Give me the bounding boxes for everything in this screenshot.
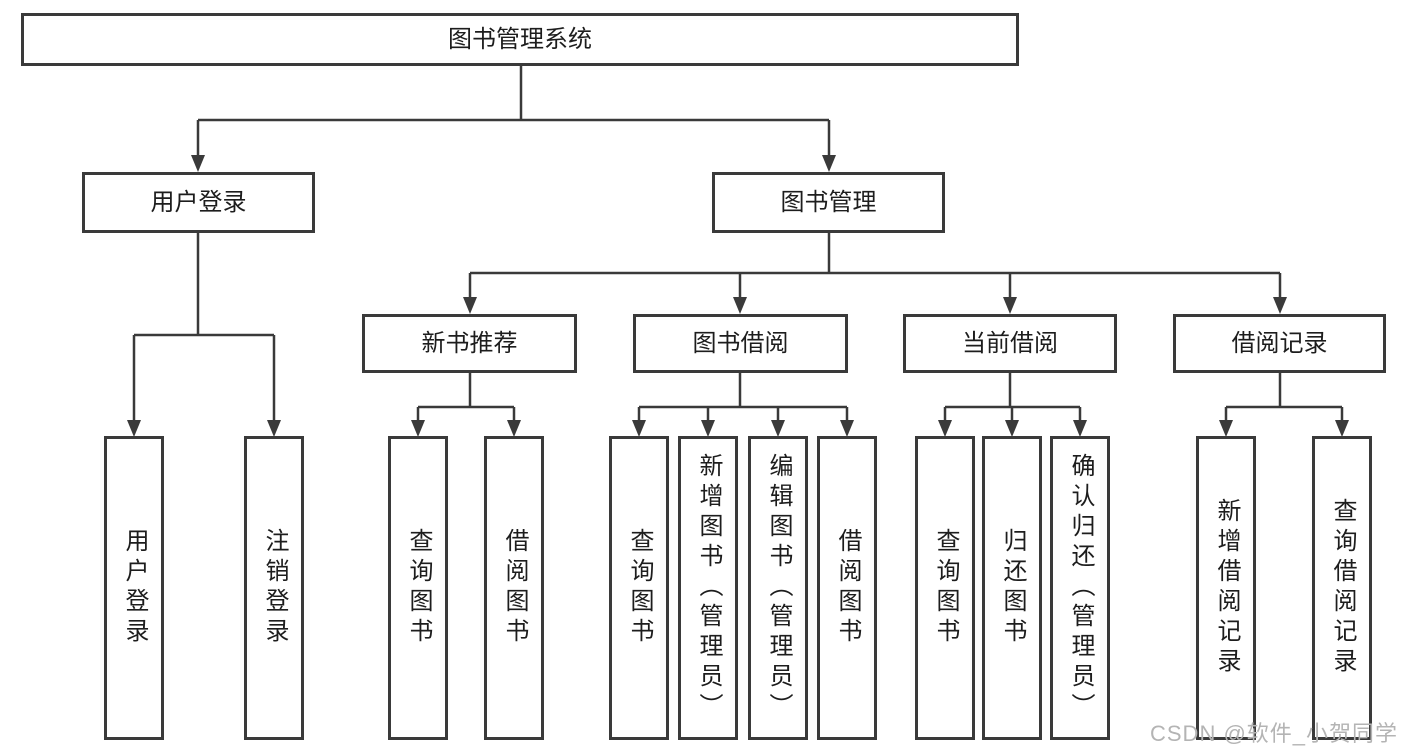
connector-root (191, 66, 836, 172)
connector-book-borrow (632, 373, 854, 437)
node-book-management: 图书管理 (712, 172, 945, 233)
node-book-borrowing: 图书借阅 (633, 314, 848, 373)
leaf-query-books-borrowing: 查询图书 (609, 436, 669, 740)
leaf-add-borrow-record: 新增借阅记录 (1196, 436, 1256, 740)
node-new-book-recommendation: 新书推荐 (362, 314, 577, 373)
connector-borrow-records (1219, 373, 1349, 437)
leaf-add-books-admin: 新增图书（管理员） (678, 436, 738, 740)
node-library-management-system: 图书管理系统 (21, 13, 1019, 66)
leaf-confirm-return-admin: 确认归还（管理员） (1050, 436, 1110, 740)
leaf-user-login: 用户登录 (104, 436, 164, 740)
connector-new-book (411, 373, 521, 437)
leaf-query-books-current: 查询图书 (915, 436, 975, 740)
node-user-login: 用户登录 (82, 172, 315, 233)
leaf-logout: 注销登录 (244, 436, 304, 740)
connector-user-login (127, 233, 281, 437)
watermark: CSDN @软件_小贺同学 (1150, 721, 1399, 746)
leaf-return-books: 归还图书 (982, 436, 1042, 740)
connector-book-mgmt (463, 233, 1287, 314)
connector-current-borrow (938, 373, 1087, 437)
leaf-borrow-books-recommend: 借阅图书 (484, 436, 544, 740)
node-borrowing-records: 借阅记录 (1173, 314, 1386, 373)
node-current-borrowing: 当前借阅 (903, 314, 1117, 373)
leaf-query-borrow-record: 查询借阅记录 (1312, 436, 1372, 740)
leaf-edit-books-admin: 编辑图书（管理员） (748, 436, 808, 740)
leaf-query-books-recommend: 查询图书 (388, 436, 448, 740)
leaf-borrow-books-borrowing: 借阅图书 (817, 436, 877, 740)
